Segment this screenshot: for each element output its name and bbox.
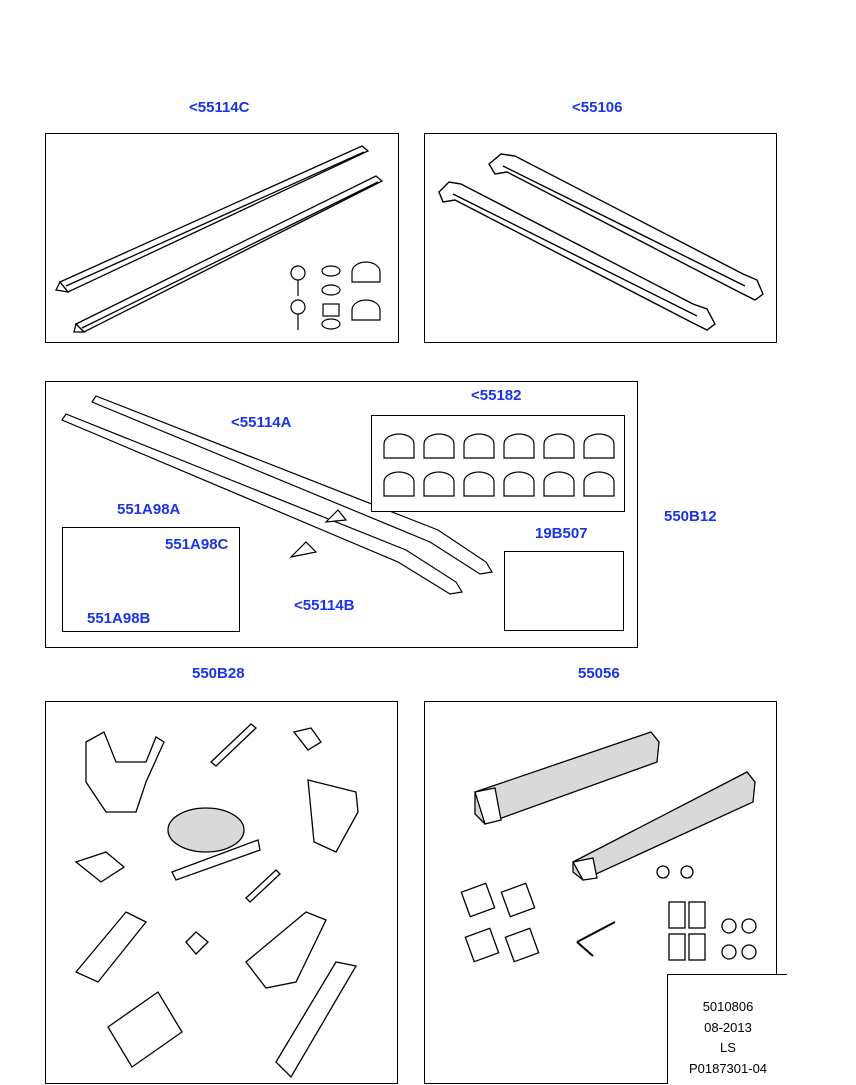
ref-55114b[interactable]: <55114B [294,597,355,614]
panel-carrier-accessories [45,701,398,1084]
panel-roof-rails [45,133,399,343]
ref-55114a[interactable]: <55114A [231,414,292,431]
ref-55114c[interactable]: <55114C [189,99,250,116]
ref-551a98c[interactable]: 551A98C [165,536,229,553]
drawing-info: 5010806 08-2013 LS P0187301-04 [668,997,788,1079]
panel-cross-bars [424,133,777,343]
ski-carriers-illustration [460,731,757,963]
drawing-id: P0187301-04 [688,1060,768,1076]
ref-550b28[interactable]: 550B28 [192,665,245,682]
caps-illustration [383,433,615,497]
sub-panel-fixings [504,551,624,631]
ref-551a98b[interactable]: 551A98B [87,610,151,627]
info-box [667,974,787,1084]
ref-55182[interactable]: <55182 [471,387,522,404]
ref-55106[interactable]: <55106 [572,99,623,116]
drawing-model: LS [720,1040,736,1055]
carrier-accessories-illustration [74,723,359,1079]
sub-panel-caps [371,415,625,512]
ref-550b12[interactable]: 550B12 [664,508,717,525]
drawing-date: 08-2013 [704,1019,752,1035]
ref-551a98a[interactable]: 551A98A [117,501,181,518]
roof-rails-illustration [55,145,384,333]
cross-bars-illustration [438,153,764,331]
ref-19b507[interactable]: 19B507 [535,525,588,542]
sub-panel-covers [62,527,240,632]
ref-55056[interactable]: 55056 [578,665,620,682]
drawing-number: 5010806 [702,999,754,1014]
